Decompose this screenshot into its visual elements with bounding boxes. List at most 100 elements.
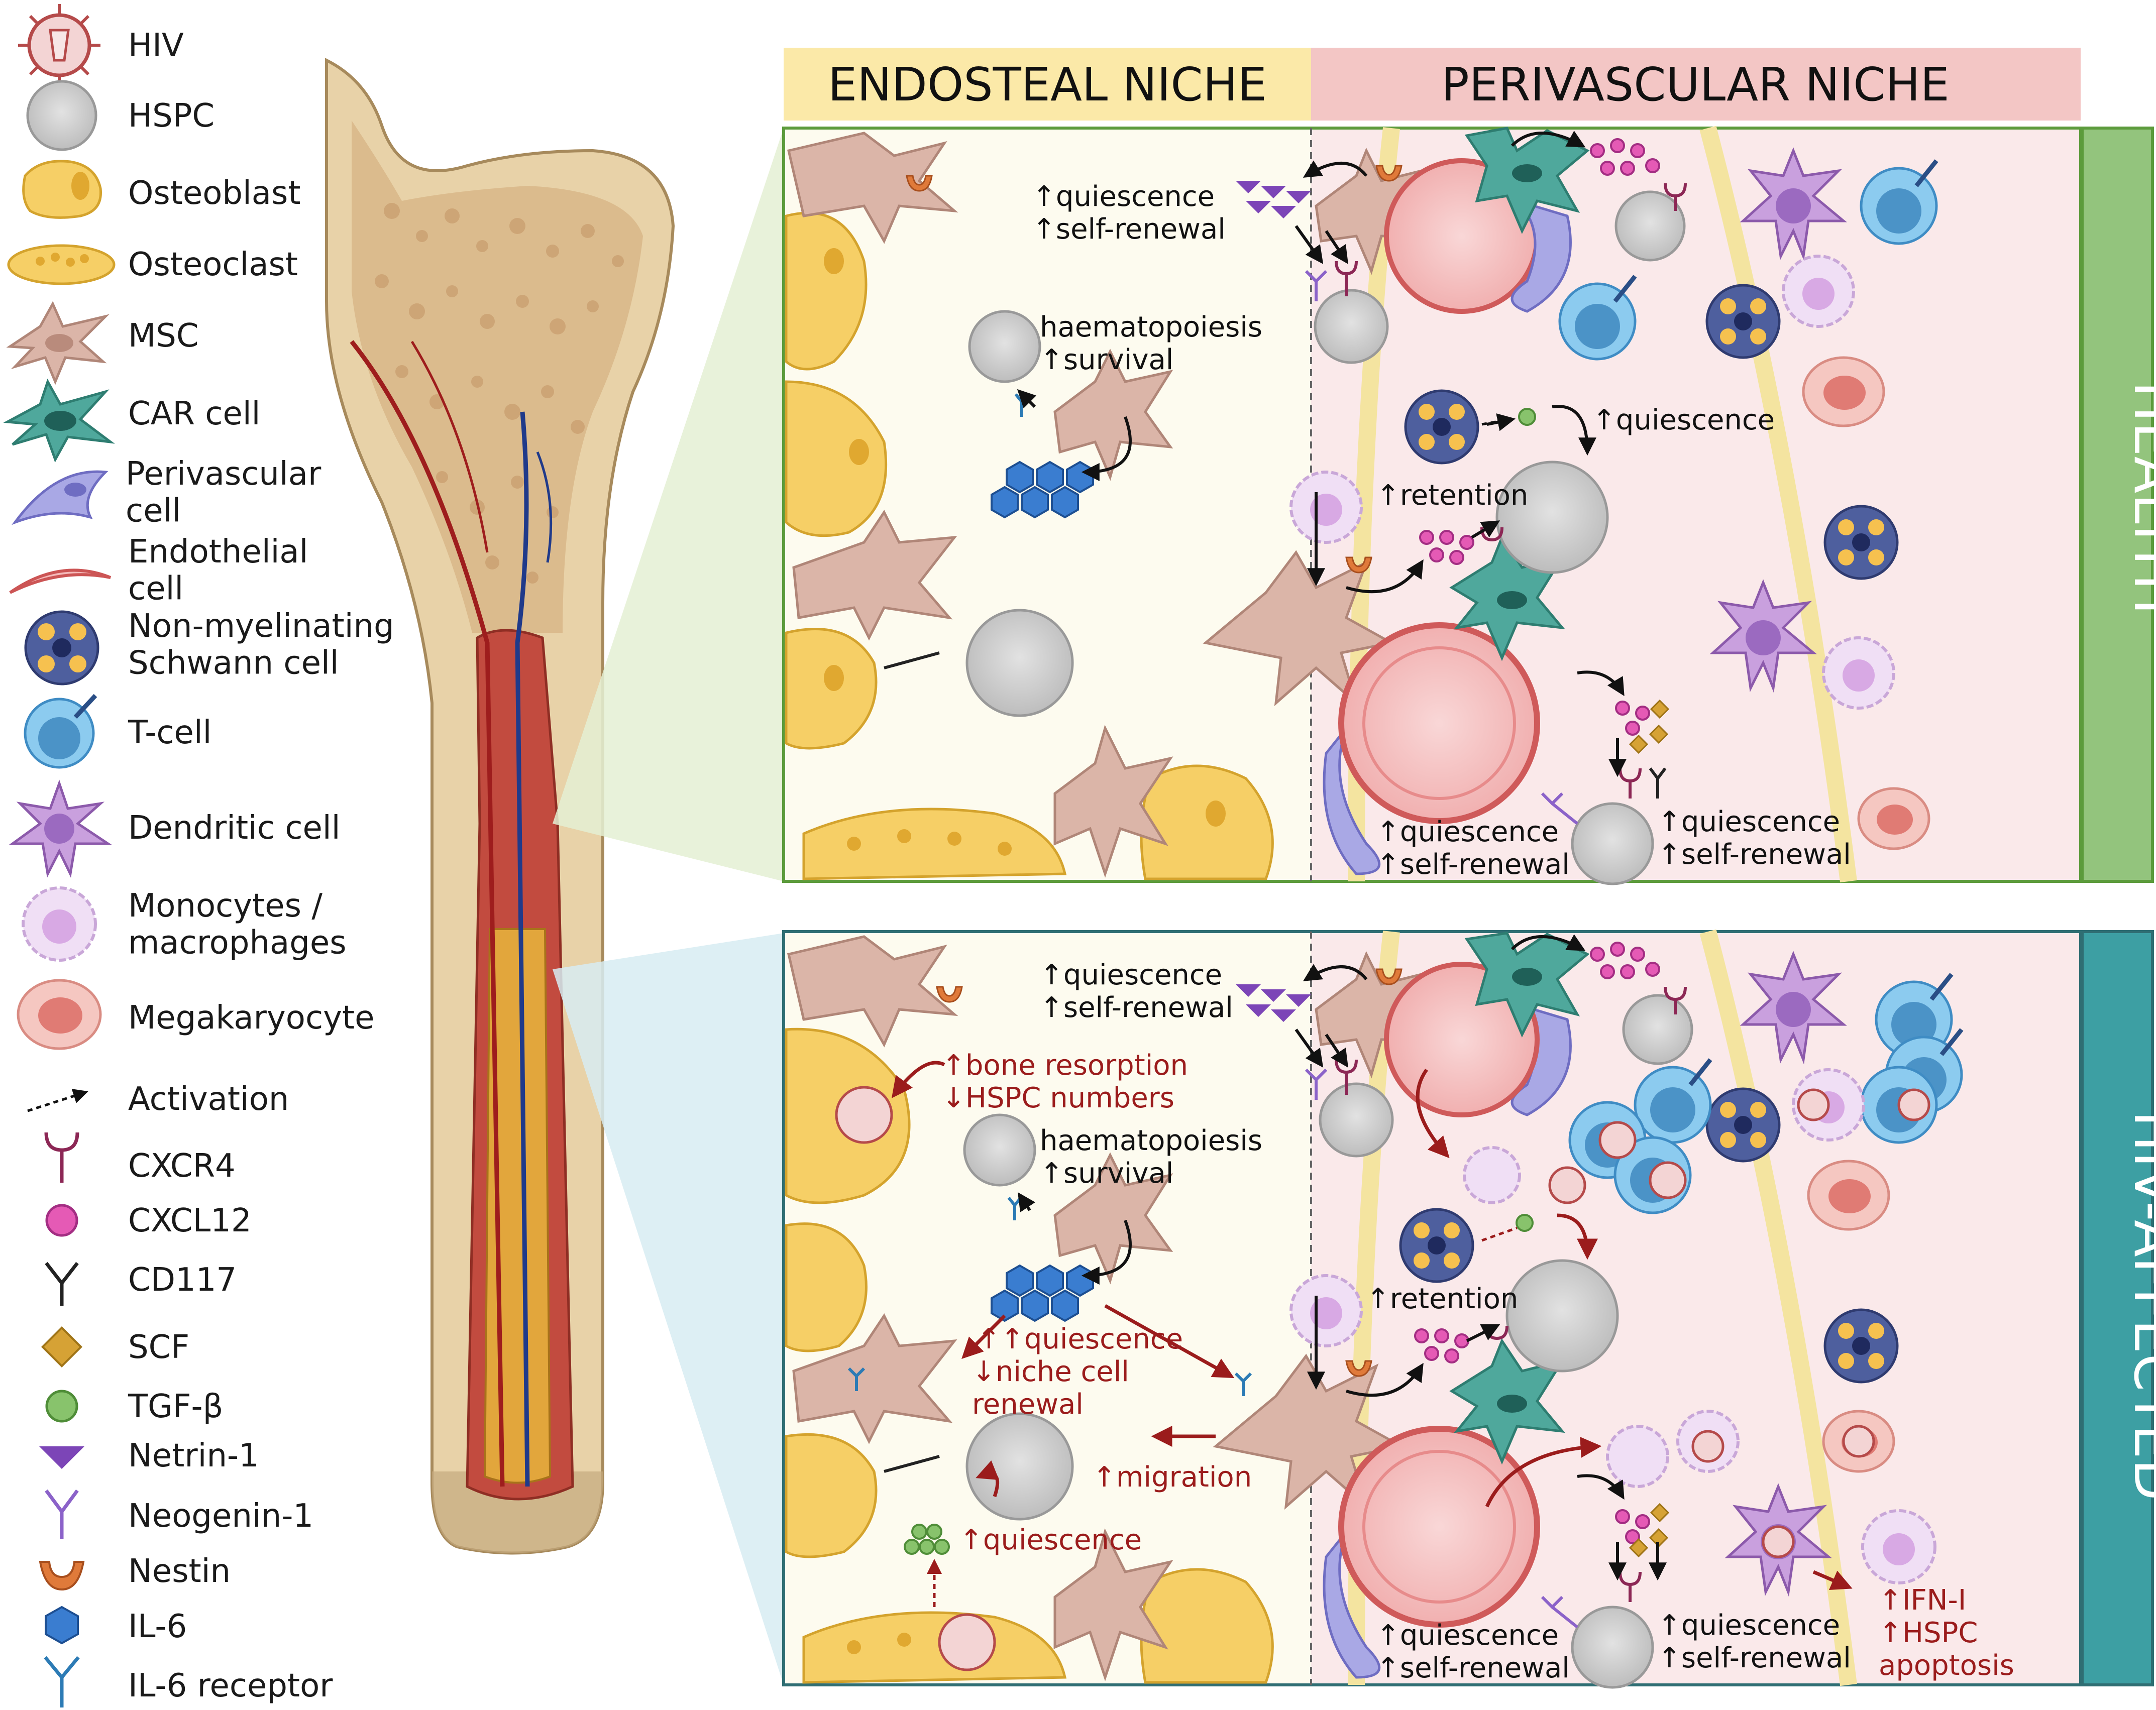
legend-label-cxcl12: CXCL12: [128, 1202, 252, 1239]
cxcr4-icon: [44, 1132, 79, 1183]
legend-label-msc: MSC: [128, 317, 199, 355]
hiv-netrin-cluster: [1236, 984, 1311, 1022]
healthy-activation-arrow: [1481, 418, 1510, 426]
hiv-t-q-niche: ↑↑quiescence: [977, 1323, 1183, 1355]
hiv-activation-arrow-upper: [1481, 1226, 1518, 1242]
hiv-red-arrows: [891, 1061, 1853, 1590]
endothelial-cell-icon: [9, 568, 112, 594]
netrin-icon: [39, 1446, 84, 1469]
legend: HIV HSPC Osteoblast Osteoclast MSC CAR c…: [3, 4, 394, 1707]
hiv-hspcs: [963, 994, 1693, 1689]
healthy-netrin-cluster: [1236, 181, 1311, 218]
healthy-t-survival: ↑survival: [1040, 344, 1173, 376]
healthy-t-q-bl: ↑quiescence: [1376, 816, 1559, 848]
hiv-panel: HIV-AFFECTED: [782, 929, 2156, 1689]
hiv-cxcl12-clusters: [1414, 942, 1660, 1544]
il6-receptor-icon: [44, 1656, 80, 1707]
hiv-t-quiescence-top: ↑quiescence: [1040, 959, 1222, 991]
healthy-monocytes: [1289, 255, 1895, 710]
healthy-panel: HEALTHY: [782, 126, 2156, 885]
healthy-megakaryocytes: [1802, 356, 1930, 850]
healthy-t-sr-br: ↑self-renewal: [1658, 838, 1851, 871]
hiv-t-q-br: ↑quiescence: [1658, 1609, 1840, 1642]
healthy-osteoblast-nuclei: [824, 248, 1226, 827]
healthy-blood-vessel-bottom: [1323, 622, 1540, 875]
healthy-car-nuclei: [1497, 164, 1542, 609]
artery-branch: [410, 340, 489, 553]
hiv-side-label: HIV-AFFECTED: [2122, 1111, 2156, 1501]
endosteal-header: ENDOSTEAL NICHE: [828, 58, 1267, 111]
healthy-t-cells: [1558, 159, 1938, 361]
legend-label-osteoclast: Osteoclast: [128, 246, 298, 283]
hiv-blood-vessel-bottom: [1323, 1426, 1540, 1679]
legend-label-activation: Activation: [128, 1081, 289, 1118]
healthy-t-sr-bl: ↑self-renewal: [1376, 848, 1570, 881]
legend-label-cd117: CD117: [128, 1262, 237, 1299]
hiv-t-sr-br: ↑self-renewal: [1658, 1642, 1851, 1674]
hiv-t-apoptosis: apoptosis: [1879, 1649, 2014, 1682]
healthy-t-selfrenewal-top: ↑self-renewal: [1032, 213, 1226, 246]
healthy-nestin-markers: [906, 165, 1403, 574]
hiv-t-selfrenewal-top: ↑self-renewal: [1040, 991, 1233, 1024]
healthy-t-quiescence-top: ↑quiescence: [1032, 180, 1215, 213]
perivascular-header-bg: [1311, 48, 2081, 121]
hiv-t-hspc-numbers: ↓HSPC numbers: [942, 1082, 1174, 1114]
dendritic-cell-icon: [9, 779, 113, 878]
healthy-msc-cells: [787, 132, 1430, 878]
healthy-hspcs: [965, 190, 1686, 885]
cd117-icon: [45, 1262, 79, 1306]
healthy-osteoclast: [802, 808, 1067, 880]
legend-label-tcell: T-cell: [128, 714, 211, 751]
healthy-side-bar: [2081, 127, 2154, 883]
vein: [515, 411, 530, 1487]
legend-label-il6: IL-6: [128, 1608, 187, 1645]
cxcl12-icon: [45, 1204, 78, 1237]
hiv-osteoclast: [802, 1611, 1067, 1684]
hiv-icon: [18, 4, 100, 86]
bone-illustration: [325, 58, 675, 1555]
scf-icon: [41, 1326, 83, 1368]
hiv-t-quiescence-low: ↑quiescence: [959, 1524, 1142, 1556]
legend-label-megakaryocyte: Megakaryocyte: [128, 999, 374, 1037]
hiv-zoom-wedge: [553, 933, 784, 1685]
hiv-t-survival: ↑survival: [1040, 1157, 1173, 1190]
hiv-sinusoid-band-right: [1699, 929, 1857, 1686]
legend-label-scf: SCF: [128, 1329, 189, 1366]
legend-label-car: CAR cell: [128, 395, 260, 432]
healthy-t-retention: ↑retention: [1376, 479, 1528, 512]
hspc-icon: [26, 80, 97, 151]
megakaryocyte-icon: [17, 979, 102, 1050]
hiv-nestin-markers: [936, 968, 1403, 1377]
hiv-t-niche-2: renewal: [972, 1388, 1084, 1421]
healthy-tgf-beta: [1518, 408, 1536, 426]
legend-label-cxcr4: CXCR4: [128, 1148, 236, 1185]
hiv-t-niche-1: ↓niche cell: [972, 1355, 1129, 1388]
spongy-bone: [352, 121, 643, 633]
il6-icon: [45, 1606, 79, 1645]
healthy-scf-cluster: [1629, 699, 1670, 754]
hiv-black-arrows: [1018, 934, 1667, 1581]
hiv-side-bar: [2081, 930, 2154, 1686]
hiv-t-sr-bl: ↑self-renewal: [1376, 1652, 1570, 1684]
healthy-sinusoid-band-right: [1699, 126, 1857, 883]
hiv-t-bone-resorption: ↑bone resorption: [942, 1049, 1188, 1082]
neogenin-icon: [45, 1489, 79, 1539]
tgf-beta-icon: [45, 1390, 78, 1423]
healthy-zoom-wedge: [553, 128, 784, 881]
hiv-t-ifn: ↑IFN-I: [1879, 1584, 1966, 1617]
hiv-t-retention: ↑retention: [1366, 1283, 1518, 1315]
hiv-t-q-bl: ↑quiescence: [1376, 1619, 1559, 1652]
legend-label-netrin: Netrin-1: [128, 1437, 259, 1474]
hiv-t-hspc: ↑HSPC: [1879, 1617, 1978, 1649]
hiv-scf-cluster: [1629, 1503, 1670, 1558]
healthy-t-q-br: ↑quiescence: [1658, 806, 1840, 838]
hiv-t-migration: ↑migration: [1093, 1461, 1252, 1494]
legend-label-hiv: HIV: [128, 27, 184, 64]
healthy-side-label: HEALTHY: [2122, 381, 2156, 624]
hiv-t-haem: haematopoiesis: [1040, 1124, 1262, 1157]
osteoclast-icon: [7, 244, 116, 285]
